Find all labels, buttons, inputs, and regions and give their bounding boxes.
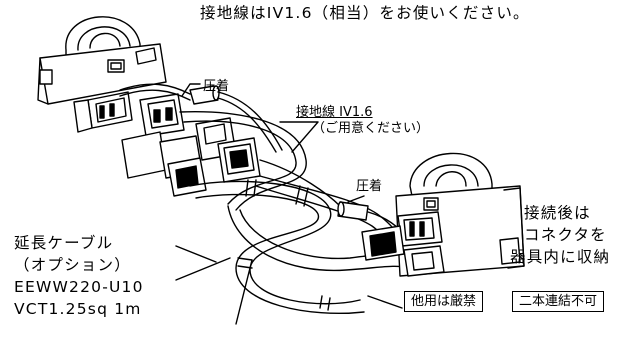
notice-no-double-link: 二本連結不可: [512, 291, 605, 313]
extension-cable-label: 延長ケーブル: [14, 234, 114, 252]
left-connector-set: [121, 93, 261, 197]
crimp-label-right: 圧着: [356, 179, 383, 194]
header-note: 接地線はIV1.6（相当）をお使いください。: [200, 4, 530, 22]
extension-cable: [189, 179, 365, 315]
after-connect-line1: 接続後は: [524, 204, 591, 222]
left-fixture: [37, 16, 167, 133]
after-connect-line2: コネクタを: [524, 226, 607, 244]
notice-no-other-use: 他用は厳禁: [404, 291, 484, 313]
option-label: （オプション）: [14, 256, 131, 274]
ground-wire-label: 接地線 IV1.6: [296, 105, 373, 120]
model-label: EEWW220-U10: [14, 278, 144, 296]
ground-wire-note: （ご用意ください）: [312, 121, 430, 136]
after-connect-line3: 器具内に収納: [510, 248, 611, 266]
cable-spec-label: VCT1.25sq 1m: [14, 300, 142, 318]
right-fixture: [361, 152, 525, 277]
crimp-label-top: 圧着: [203, 79, 230, 94]
crimp-sleeve-right: [337, 201, 369, 221]
crimp-sleeve-top: [189, 85, 220, 105]
